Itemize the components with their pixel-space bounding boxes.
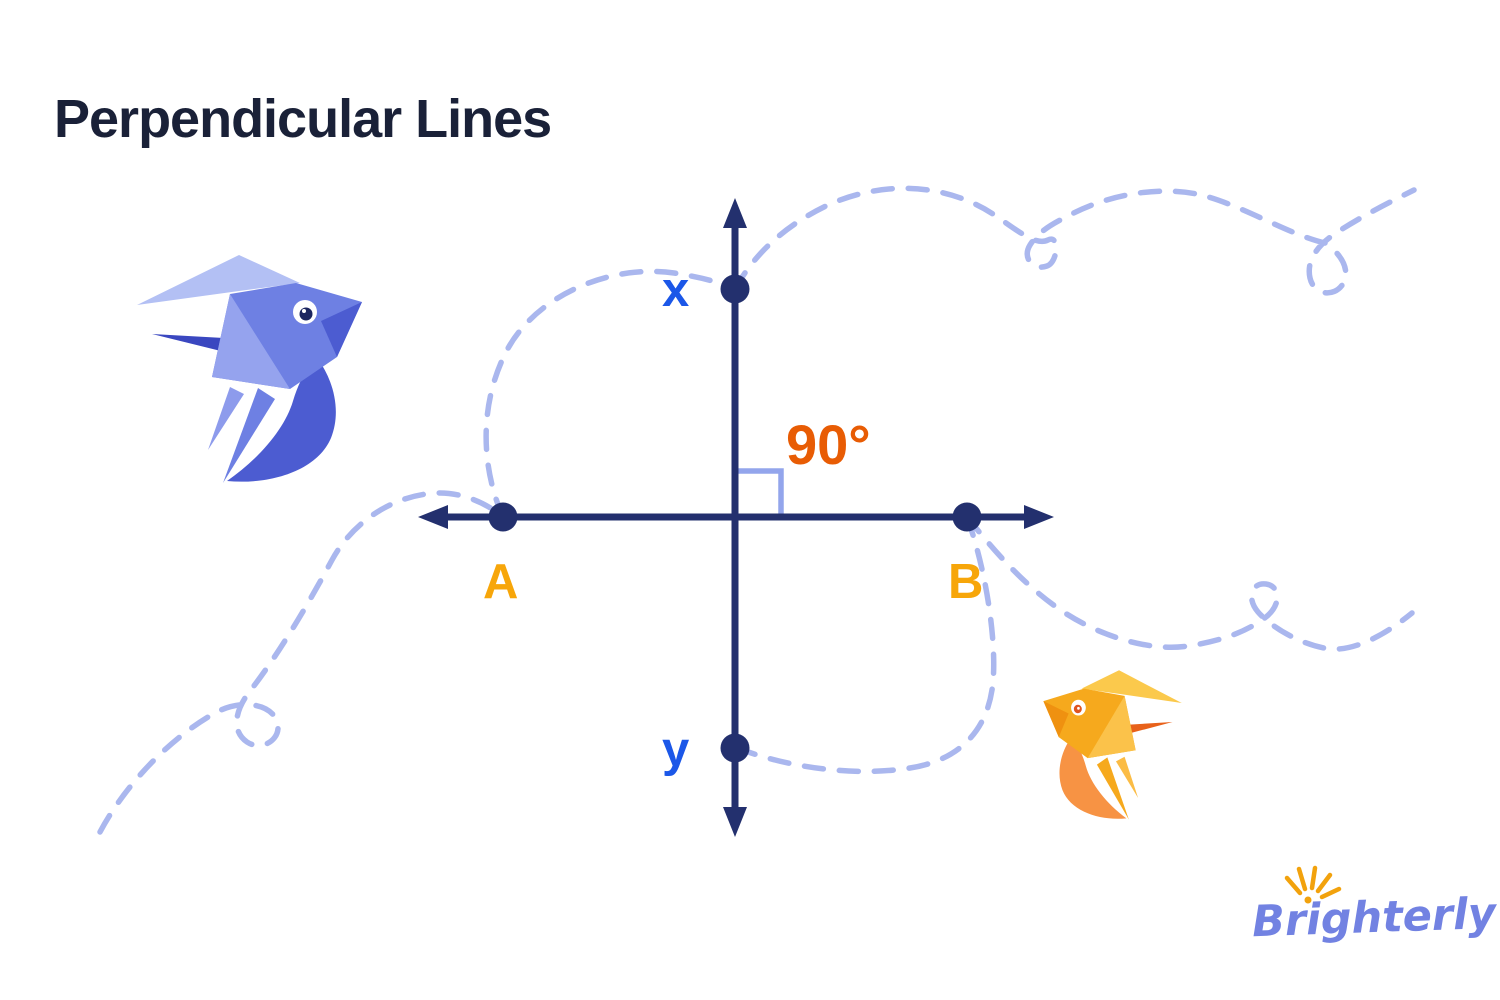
- angle-degree-label: 90°: [786, 413, 871, 476]
- point-B-dot: [952, 502, 982, 532]
- point-x-dot: [720, 274, 750, 304]
- up-arrow-icon: [723, 198, 747, 228]
- right-arrow-icon: [1024, 505, 1054, 529]
- line-xy: [723, 198, 747, 837]
- orange-origami-fish-illustration: [1043, 670, 1182, 820]
- point-label-A: A: [483, 555, 519, 609]
- point-y-dot: [720, 733, 750, 763]
- brighterly-logo: Brighterly: [1251, 888, 1497, 948]
- down-arrow-icon: [723, 807, 747, 837]
- page-title: Perpendicular Lines: [54, 89, 552, 149]
- point-label-B: B: [948, 555, 984, 609]
- point-label-y: y: [662, 723, 690, 777]
- dashed-swim-path-bottom: [734, 514, 1415, 775]
- point-label-x: x: [662, 263, 690, 317]
- left-arrow-icon: [418, 505, 448, 529]
- blue-origami-fish-illustration: [137, 255, 362, 483]
- sun-sparkle-icon: [1284, 865, 1342, 904]
- right-angle-marker-icon: [735, 468, 784, 517]
- dashed-swim-path-top: [97, 185, 1417, 835]
- point-A-dot: [488, 502, 518, 532]
